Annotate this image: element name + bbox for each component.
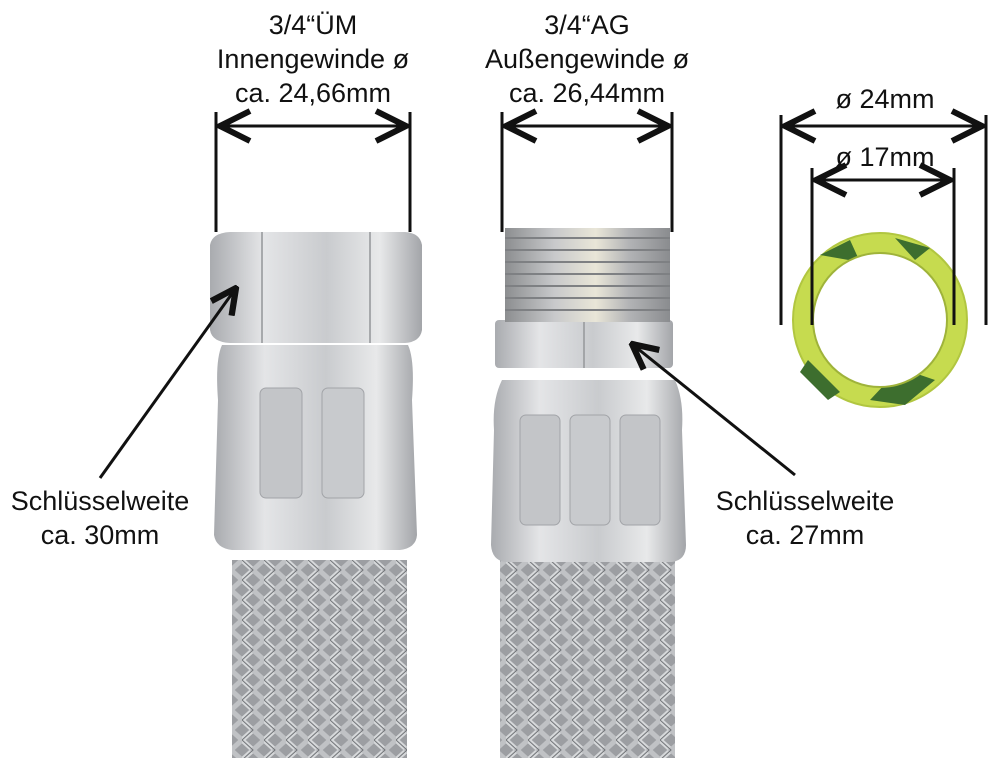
female-wrench-size: ca. 30mm bbox=[40, 520, 160, 550]
dimension-lines bbox=[98, 112, 988, 479]
female-thread-size: 3/4“ÜM bbox=[268, 10, 358, 40]
male-wrench-title: Schlüsselweite bbox=[715, 486, 895, 516]
male-fitting bbox=[491, 228, 686, 758]
male-diameter: ca. 26,44mm bbox=[508, 78, 666, 108]
female-wrench-size-label: Schlüsselweite ca. 30mm bbox=[0, 484, 200, 552]
wrench-arrow-right bbox=[632, 344, 796, 477]
male-thread-type: Außengewinde ø bbox=[484, 44, 690, 74]
braided-hose-right bbox=[500, 560, 675, 758]
wrench-arrow-left bbox=[98, 288, 236, 479]
male-wrench-size-label: Schlüsselweite ca. 27mm bbox=[700, 484, 910, 552]
gasket-inner-diameter: ø 17mm bbox=[835, 142, 935, 172]
male-wrench-size: ca. 27mm bbox=[745, 520, 865, 550]
female-thread-type: Innengewinde ø bbox=[216, 44, 410, 74]
female-diameter: ca. 24,66mm bbox=[234, 78, 392, 108]
male-thread-label: 3/4“AG Außengewinde ø ca. 26,44mm bbox=[472, 8, 702, 110]
gasket-outer-diameter: ø 24mm bbox=[835, 84, 935, 114]
crimp-sleeve-left bbox=[214, 345, 417, 550]
female-thread-label: 3/4“ÜM Innengewinde ø ca. 24,66mm bbox=[203, 8, 423, 110]
braided-hose-left bbox=[232, 560, 407, 758]
female-fitting bbox=[210, 232, 422, 758]
male-thread-size: 3/4“AG bbox=[544, 10, 630, 40]
hex-nut-30mm bbox=[210, 232, 422, 343]
fiber-gasket bbox=[792, 232, 968, 408]
female-wrench-title: Schlüsselweite bbox=[10, 486, 190, 516]
